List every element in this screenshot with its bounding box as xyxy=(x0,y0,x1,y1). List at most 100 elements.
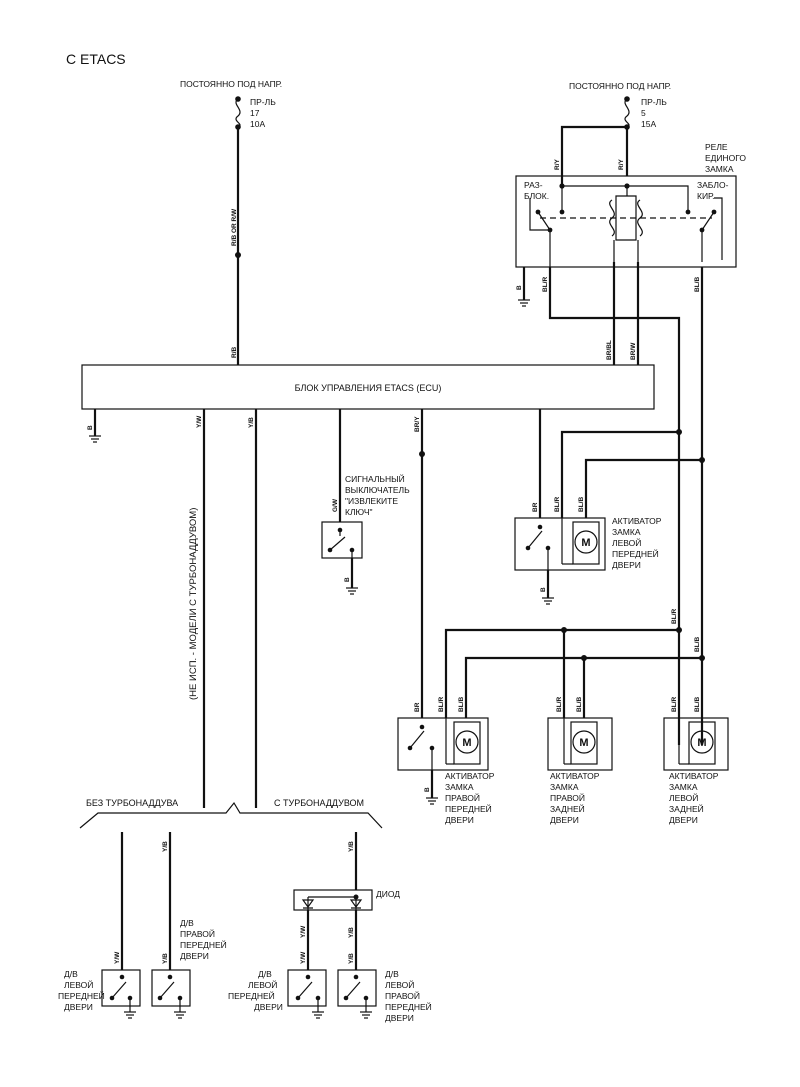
vertical-note-turbo: (НЕ ИСП. - МОДЕЛИ С ТУРБОНАДДУВОМ) xyxy=(188,508,199,700)
wire-code-blr-relay: BL/R xyxy=(542,277,549,292)
variant-turbo-label: С ТУРБОНАДДУВОМ xyxy=(274,798,364,808)
wire-code-rb-or-rw: R/B OR R/W xyxy=(231,208,238,246)
door-switch-lf-turbo xyxy=(287,969,327,1019)
wire-code-yb-d: Y/B xyxy=(348,927,355,938)
switch-box xyxy=(287,969,327,1007)
wire-code-yw-d: Y/W xyxy=(300,925,307,938)
switch-contact xyxy=(119,974,125,980)
motor-symbol: M xyxy=(579,737,588,749)
switch-lever xyxy=(329,536,346,551)
relay-unlock-label-2: БЛОК. xyxy=(524,191,549,201)
switch-lever xyxy=(297,981,313,999)
door-switch-lf-t-label-2: ЛЕВОЙ xyxy=(248,979,277,990)
ground-icon xyxy=(426,797,438,805)
door-switch-lf-nt-label-1: Д/В xyxy=(64,969,78,979)
variant-bracket xyxy=(79,801,383,829)
switch-contact xyxy=(177,995,183,1001)
actuator-lr-label-2: ЗАМКА xyxy=(669,782,698,792)
wire-code-yw-sw1: Y/W xyxy=(114,951,121,964)
fuse-5-label-3: 15A xyxy=(641,119,656,129)
key-switch-label-3: "ИЗВЛЕКИТЕ xyxy=(345,496,398,506)
motor-housing xyxy=(570,721,598,765)
wire-code-b-key: B xyxy=(344,577,351,582)
switch-lever xyxy=(159,981,175,999)
power-feed-left-title: ПОСТОЯННО ПОД НАПР. xyxy=(180,79,282,89)
relay-node xyxy=(547,227,553,233)
power-feed-right-title: ПОСТОЯННО ПОД НАПР. xyxy=(569,81,671,91)
diode-icon xyxy=(301,899,315,909)
ground-icon xyxy=(518,299,530,307)
key-switch-label-4: КЛЮЧ" xyxy=(345,507,373,517)
fuse-5-label-1: ПР-ЛЬ xyxy=(641,97,667,107)
motor-icon xyxy=(690,730,714,754)
splice xyxy=(699,655,705,661)
door-switch-rf-nt-label-1: Д/В xyxy=(180,918,194,928)
actuator-terminal xyxy=(419,724,425,730)
wire-code-yb-sw4: Y/B xyxy=(348,953,355,964)
door-switch-rf-t-label-1: Д/В xyxy=(385,969,399,979)
wire-code-yb: Y/B xyxy=(248,417,255,428)
switch-box xyxy=(101,969,141,1007)
door-switch-lf-t-label-4: ДВЕРИ xyxy=(254,1002,283,1012)
motor-housing xyxy=(572,521,600,565)
power-feed-left: ПОСТОЯННО ПОД НАПР. ПР-ЛЬ 17 10A xyxy=(180,79,282,130)
actuator-lf-label-2: ЗАМКА xyxy=(612,527,641,537)
actuator-rr-label-5: ДВЕРИ xyxy=(550,815,579,825)
actuator-rr-label-2: ЗАМКА xyxy=(550,782,579,792)
switch-contact xyxy=(305,974,311,980)
door-switch-rf-noturbo xyxy=(151,969,191,1019)
relay-box xyxy=(515,175,737,268)
wire-code-gw: G/W xyxy=(332,498,339,512)
relay-unlock-contact xyxy=(537,211,551,231)
actuator-rf-label-3: ПРАВОЙ xyxy=(445,792,480,803)
switch-contact xyxy=(353,974,359,980)
switch-box xyxy=(337,969,377,1007)
relay-title-1: РЕЛЕ xyxy=(705,142,728,152)
fuse-17-label-2: 17 xyxy=(250,108,260,118)
key-switch-label-2: ВЫКЛЮЧАТЕЛЬ xyxy=(345,485,410,495)
wire-code-rb: R/B xyxy=(231,347,238,359)
switch-contact xyxy=(327,547,333,553)
switch-contact xyxy=(127,995,133,1001)
switch-contact xyxy=(167,974,173,980)
wire-code-blb-relay: BL/B xyxy=(694,277,701,292)
splice xyxy=(676,627,682,633)
wire-code-brw: BR/W xyxy=(630,342,637,360)
door-switch-rf-t-label-2: ЛЕВОЙ xyxy=(385,979,414,990)
wire-code-b-rf: B xyxy=(424,787,431,792)
relay-lock-lead xyxy=(714,197,723,260)
diode-box xyxy=(293,889,373,911)
door-switch-rf-t-label-5: ДВЕРИ xyxy=(385,1013,414,1023)
actuator-lf: M xyxy=(514,517,606,571)
fuse-17-label-1: ПР-ЛЬ xyxy=(250,97,276,107)
motor-icon xyxy=(455,730,479,754)
wire-code-blb-rf: BL/B xyxy=(458,697,465,712)
actuator-switch-lever xyxy=(409,730,425,749)
actuator-terminal xyxy=(407,745,413,751)
door-switch-lf-noturbo xyxy=(101,969,141,1019)
wire-code-blb-lr: BL/B xyxy=(694,697,701,712)
actuator-lf-label-5: ДВЕРИ xyxy=(612,560,641,570)
actuator-lr-label-3: ЛЕВОЙ xyxy=(669,792,698,803)
actuator-terminal xyxy=(537,524,543,530)
wire-code-ry-center: R/Y xyxy=(618,159,625,171)
switch-contact xyxy=(157,995,163,1001)
wire-blb-lf xyxy=(584,458,702,518)
wire-code-yb-nt: Y/B xyxy=(162,841,169,852)
key-switch-label-1: СИГНАЛЬНЫЙ xyxy=(345,473,405,484)
relay-common-bus xyxy=(562,185,689,212)
wire-blb-lower-bus xyxy=(464,656,702,718)
ground-icon xyxy=(542,597,554,605)
motor-symbol: M xyxy=(697,737,706,749)
switch-box xyxy=(321,521,363,559)
actuator-rr-label-4: ЗАДНЕЙ xyxy=(550,803,585,814)
door-switch-rf-t-label-3: ПРАВОЙ xyxy=(385,990,420,1001)
wire-code-blr-mid: BL/R xyxy=(671,609,678,624)
actuator-rf-label-4: ПЕРЕДНЕЙ xyxy=(445,803,492,814)
motor-icon xyxy=(574,530,598,554)
actuator-lr: M xyxy=(663,717,729,771)
actuator-rf: M xyxy=(397,717,489,771)
door-switch-rf-turbo xyxy=(337,969,377,1019)
diode-label: ДИОД xyxy=(376,889,400,899)
